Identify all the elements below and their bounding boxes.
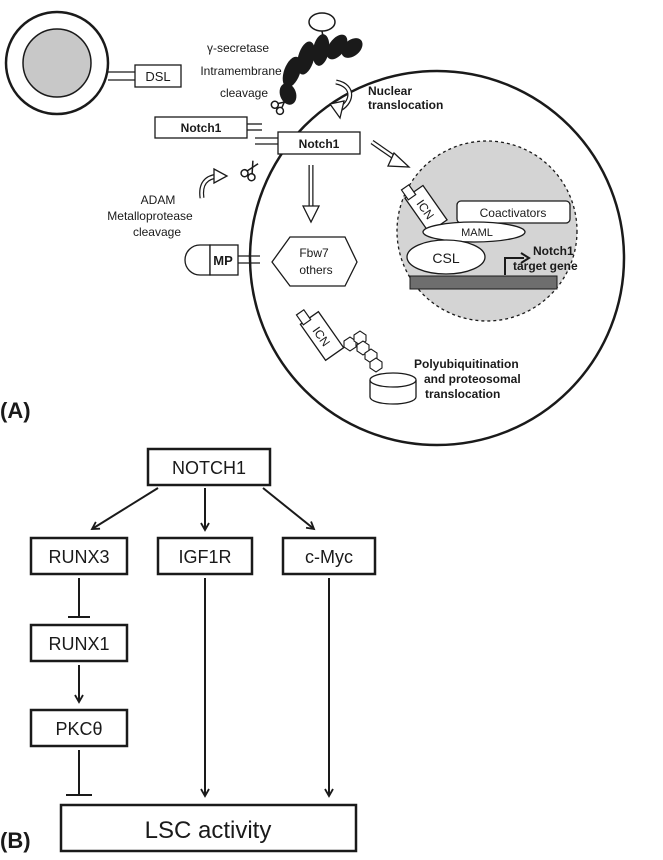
adam-cleavage-label: cleavage bbox=[133, 225, 181, 239]
icn-cytoplasm: ICN bbox=[295, 308, 345, 362]
adam-label: ADAM bbox=[141, 193, 176, 207]
notch1-transmembrane: Notch1 bbox=[255, 131, 361, 155]
ubiquitin-chain bbox=[343, 330, 383, 373]
pkc-box bbox=[29, 708, 129, 748]
scissors-icon bbox=[270, 95, 291, 116]
target-notch1-label: Notch1 bbox=[533, 244, 574, 258]
dsl-ligand: DSL bbox=[108, 64, 182, 88]
hollow-arrow-down bbox=[301, 165, 321, 224]
dna-bar bbox=[409, 275, 558, 290]
lsc-activity-label: LSC activity bbox=[145, 817, 272, 844]
runx3-box bbox=[29, 536, 129, 576]
csl-ellipse bbox=[406, 239, 486, 275]
panel-a: DSL γ-secretase Intramembrane cleavage N… bbox=[0, 10, 626, 447]
arrow-notch1-runx3 bbox=[90, 487, 159, 530]
mp-label: MP bbox=[213, 253, 233, 268]
signal-sending-cell bbox=[4, 10, 110, 116]
runx3-label: RUNX3 bbox=[48, 547, 109, 567]
notch1-extracellular: Notch1 bbox=[154, 116, 262, 139]
notch1-box bbox=[146, 447, 272, 487]
maml-label: MAML bbox=[461, 227, 493, 239]
scissors-icon bbox=[240, 160, 259, 182]
lsc-activity-box bbox=[59, 803, 358, 853]
fbw7-complex: Fbw7 others bbox=[271, 236, 358, 287]
translocation-label: translocation bbox=[368, 98, 443, 112]
csl-label: CSL bbox=[432, 250, 459, 266]
gamma-cleavage-label: cleavage bbox=[220, 86, 268, 100]
coactivators-box bbox=[456, 200, 571, 224]
arrow-notch1-cmyc bbox=[262, 487, 316, 531]
hollow-arrow-to-nucleus bbox=[370, 139, 411, 168]
notch1-b-label: NOTCH1 bbox=[172, 458, 246, 478]
nucleus: ICN Coactivators MAML CSL Notch1 target … bbox=[396, 140, 578, 322]
nuclear-translocation-arrow bbox=[328, 79, 353, 120]
proteasome-icon bbox=[369, 372, 417, 405]
fbw7-label: Fbw7 bbox=[299, 246, 329, 260]
gamma-secretase-complex bbox=[279, 12, 363, 105]
metalloprotease-label: Metalloprotease bbox=[107, 209, 193, 223]
runx1-label: RUNX1 bbox=[48, 634, 109, 654]
cmyc-label: c-Myc bbox=[305, 547, 353, 567]
panel-b-label: (B) bbox=[0, 828, 31, 853]
mp-protein: MP bbox=[184, 244, 260, 276]
transcription-arrow bbox=[504, 257, 524, 275]
intramembrane-label: Intramembrane bbox=[200, 64, 282, 78]
pkc-label: PKCθ bbox=[55, 719, 102, 739]
dsl-label: DSL bbox=[145, 69, 170, 84]
inhibit-runx3-runx1 bbox=[68, 578, 90, 618]
others-label: others bbox=[299, 263, 332, 277]
panel-a-label: (A) bbox=[0, 398, 31, 423]
proteosomal-translocation-label: translocation bbox=[425, 387, 500, 401]
igf1r-box bbox=[156, 536, 254, 576]
gamma-secretase-label: γ-secretase bbox=[207, 41, 269, 55]
runx1-box bbox=[29, 623, 129, 663]
notch1-outer-label: Notch1 bbox=[181, 121, 222, 135]
adam-cleavage-arrow bbox=[199, 167, 229, 199]
polyubiquitination-label: Polyubiquitination bbox=[414, 357, 519, 371]
maml-ellipse bbox=[422, 221, 526, 243]
inhibit-pkc-lsc bbox=[66, 750, 92, 796]
panel-b: NOTCH1 RUNX3 IGF1R c-Myc RUNX1 PKCθ LSC … bbox=[0, 447, 377, 853]
notch1-inner-label: Notch1 bbox=[299, 137, 340, 151]
cmyc-box bbox=[281, 536, 377, 576]
proteosomal-label: and proteosomal bbox=[424, 372, 521, 386]
igf1r-label: IGF1R bbox=[178, 547, 231, 567]
target-gene-label: target gene bbox=[513, 259, 578, 273]
coactivators-label: Coactivators bbox=[480, 206, 547, 220]
nuclear-label: Nuclear bbox=[368, 84, 412, 98]
